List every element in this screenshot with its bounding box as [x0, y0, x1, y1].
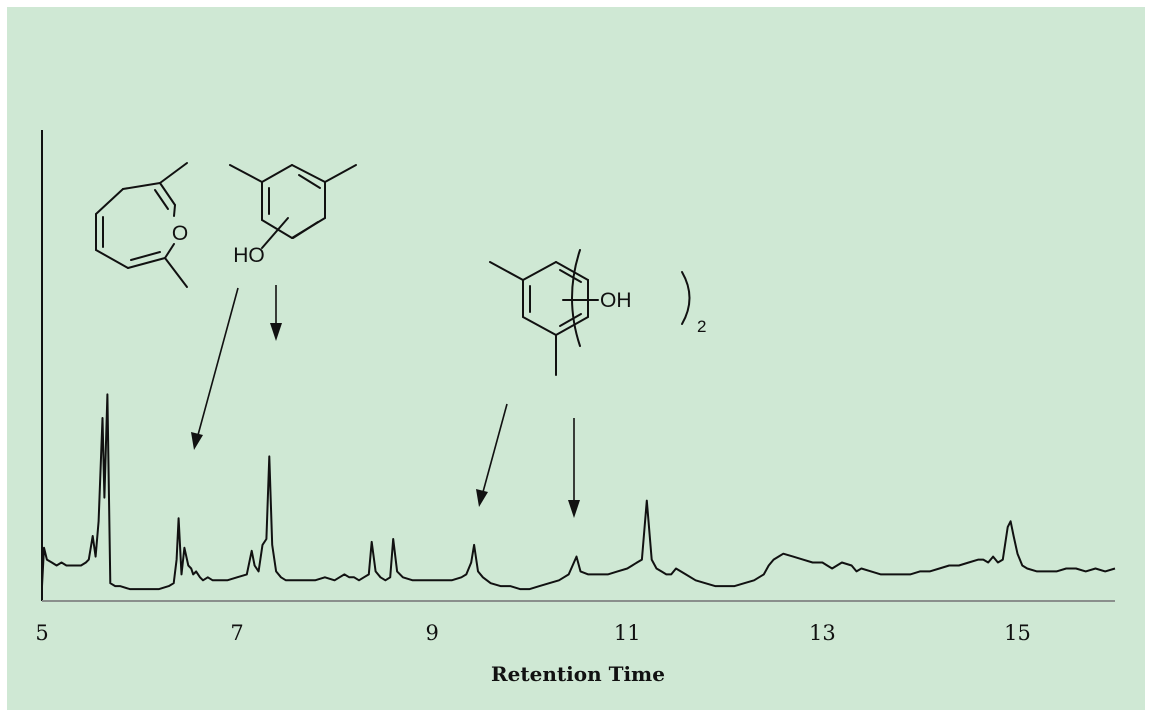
chromatogram-trace [41, 393, 1116, 591]
structure-dimethyloxepine: O [95, 162, 188, 288]
arrow-oxepine [191, 287, 239, 450]
x-tick-label: 7 [230, 621, 243, 645]
arrow-phenol [270, 285, 282, 341]
diol-hydroxyl-label: OH [600, 289, 632, 312]
x-tick-label: 5 [35, 621, 48, 645]
x-tick-label: 13 [809, 621, 836, 645]
x-tick-label: 15 [1004, 621, 1031, 645]
chart-panel [7, 7, 1145, 710]
x-tick-labels: 5 7 9 11 13 15 [35, 621, 1031, 645]
arrow-diol-right [568, 418, 580, 518]
x-axis-title: Retention Time [491, 662, 665, 686]
arrow-diol-left [476, 403, 508, 507]
diol-subscript-label: 2 [697, 317, 706, 336]
phenol-hydroxyl-label: HO [233, 244, 265, 267]
oxepine-oxygen-label: O [172, 222, 188, 245]
x-tick-label: 11 [614, 621, 641, 645]
structure-dimethylphenol: HO [229, 164, 357, 267]
x-tick-label: 9 [426, 621, 439, 645]
structure-dimethylbenzenediol: OH 2 [489, 249, 706, 376]
